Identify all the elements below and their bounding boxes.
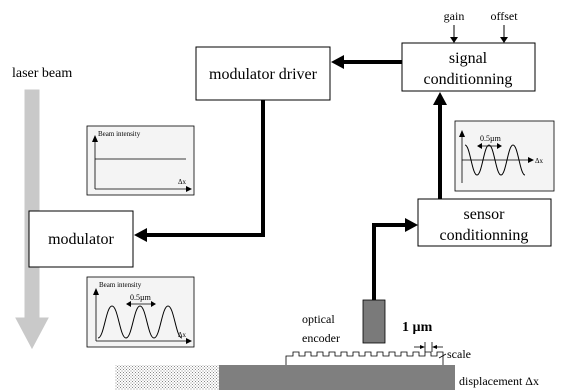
inset2-sine-wave <box>97 305 183 339</box>
inset3-period-right-head <box>497 143 502 149</box>
arrow-encoder-to-sensor-head <box>405 218 418 232</box>
inset2-period-left-head <box>126 301 131 307</box>
arrow-encoder-to-sensor <box>372 223 406 300</box>
inset1-ylabel: Beam intensity <box>98 130 141 138</box>
scale-label: scale <box>447 347 471 361</box>
inset2-x-arrowhead <box>186 338 192 344</box>
arrow-driver-to-modulator <box>145 100 265 237</box>
inset-beam-intensity-constant <box>86 125 195 196</box>
signal-conditioning-label-2: conditionning <box>424 71 513 88</box>
inset1-xlabel: Δx <box>178 178 187 186</box>
gain-label: gain <box>444 9 465 23</box>
arrow-driver-to-modulator-head <box>134 228 147 242</box>
inset-beam-intensity-modulated <box>86 276 195 348</box>
modulator-label: modulator <box>48 231 114 248</box>
laser-beam-label: laser beam <box>12 66 72 81</box>
inset2-ylabel: Beam intensity <box>99 281 142 289</box>
offset-arrowhead <box>500 37 508 43</box>
optical-encoder <box>362 299 386 344</box>
inset3-period-left-head <box>477 143 482 149</box>
scale-bar <box>219 365 455 390</box>
inset3-period-label: 0.5µm <box>480 134 502 143</box>
scale-teeth <box>285 351 444 365</box>
modulator-driver-label: modulator driver <box>209 66 318 83</box>
inset2-xlabel: Δx <box>178 331 187 339</box>
scale-label-leader <box>438 353 447 359</box>
signal-conditioning-block <box>401 42 536 92</box>
inset3-y-arrowhead <box>459 130 465 137</box>
modulator-block <box>28 210 134 268</box>
one-micron-label: 1 µm <box>402 320 433 335</box>
one-micron-arrow-left-head <box>420 345 425 349</box>
sensor-conditioning-block <box>417 198 552 247</box>
inset-sensor-signal <box>454 120 555 192</box>
inset2-y-arrowhead <box>93 288 99 295</box>
offset-label: offset <box>490 9 518 23</box>
inset2-period-right-head <box>151 301 156 307</box>
arrow-sensor-to-signal-head <box>433 92 447 105</box>
optical-encoder-label-2: encoder <box>302 331 340 345</box>
arrow-signal-to-driver-head <box>331 55 344 69</box>
inset3-x-arrowhead <box>528 157 534 163</box>
displacement-label: displacement Δx <box>459 374 539 388</box>
inset3-sine-wave <box>464 144 526 176</box>
optical-encoder-label-1: optical <box>302 312 335 326</box>
inset1-x-arrowhead <box>186 186 192 192</box>
sensor-conditioning-label-2: conditionning <box>440 227 529 244</box>
inset3-xlabel: Δx <box>535 157 544 165</box>
inset1-y-arrowhead <box>92 135 98 142</box>
gain-arrowhead <box>450 37 458 43</box>
signal-conditioning-label-1: signal <box>449 50 488 67</box>
sensor-conditioning-label-1: sensor <box>464 206 506 223</box>
scale-bar-hatched <box>115 365 219 390</box>
inset2-period-label: 0.5µm <box>130 293 152 302</box>
one-micron-arrow-right-head <box>432 345 437 349</box>
